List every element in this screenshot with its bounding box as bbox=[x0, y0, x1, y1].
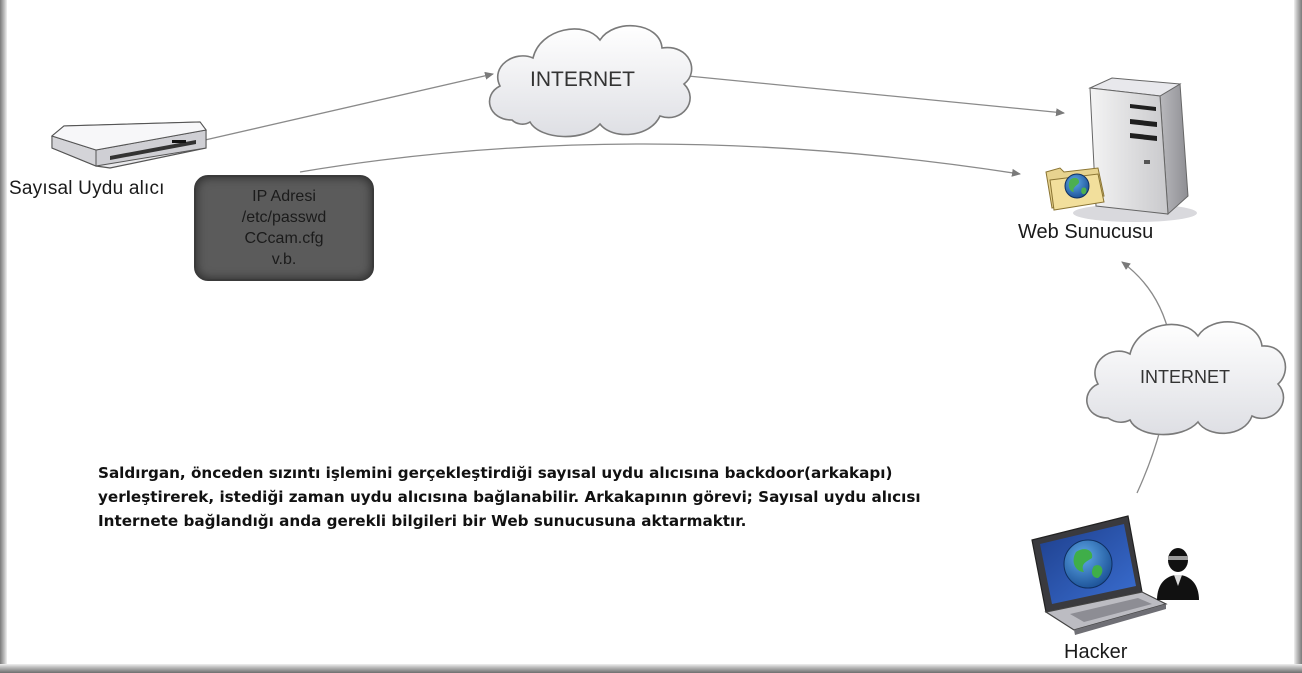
globe-folder-icon bbox=[1045, 167, 1105, 211]
data-box-line: IP Adresi bbox=[252, 188, 316, 205]
frame-edge-right bbox=[1294, 0, 1302, 673]
internet-cloud-label-right: INTERNET bbox=[1140, 367, 1230, 387]
description-line: Saldırgan, önceden sızıntı işlemini gerç… bbox=[98, 464, 893, 482]
frame-edge-bottom bbox=[0, 664, 1302, 673]
web-server-label: Web Sunucusu bbox=[1018, 221, 1154, 243]
description-text: Saldırgan, önceden sızıntı işlemini gerç… bbox=[98, 461, 1098, 533]
leaked-data-box: IP Adresi /etc/passwd CCcam.cfg v.b. bbox=[194, 175, 374, 281]
cloud-icon bbox=[1086, 321, 1287, 436]
hacker-person-icon bbox=[1157, 548, 1199, 600]
arrow-receiver-to-server-direct bbox=[299, 143, 1021, 177]
cloud-icon bbox=[488, 25, 693, 138]
arrow-receiver-to-internet bbox=[204, 71, 494, 141]
description-line: yerleştirerek, istediği zaman uydu alıcı… bbox=[98, 488, 921, 506]
data-box-line: /etc/passwd bbox=[241, 209, 327, 226]
description-line: Internete bağlandığı anda gerekli bilgil… bbox=[98, 512, 747, 530]
receiver-label: Sayısal Uydu alıcı bbox=[9, 178, 165, 199]
laptop-globe-icon bbox=[1031, 515, 1168, 635]
server-tower-icon bbox=[1073, 77, 1197, 222]
satellite-receiver-icon bbox=[50, 121, 207, 169]
hacker-label: Hacker bbox=[1064, 641, 1128, 663]
arrow-internet-to-server bbox=[687, 75, 1065, 117]
frame-edge-left bbox=[0, 0, 7, 673]
internet-cloud-label-top: INTERNET bbox=[530, 68, 635, 91]
data-box-line: v.b. bbox=[271, 251, 297, 268]
data-box-line: CCcam.cfg bbox=[244, 230, 324, 247]
